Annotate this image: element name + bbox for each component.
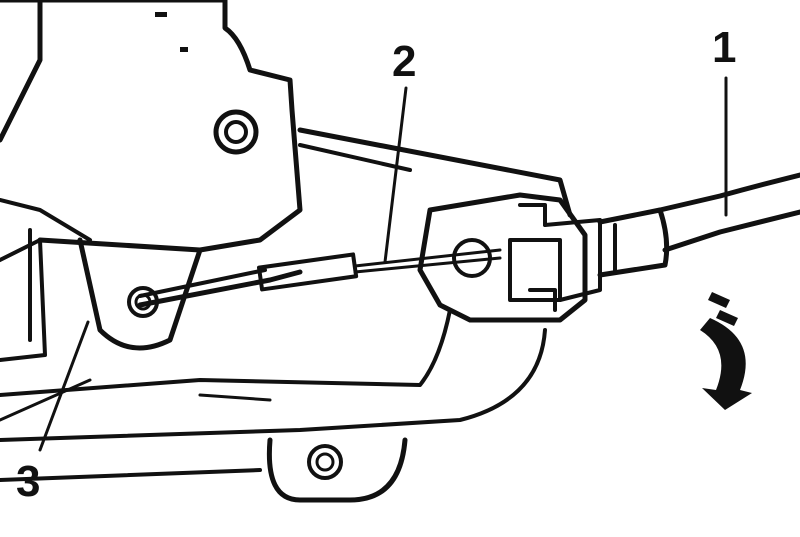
cable-clip: [417, 192, 602, 323]
callout-2: 2: [392, 37, 416, 86]
housing-mark: [180, 47, 188, 52]
callout-3: 3: [16, 457, 40, 506]
mounting-hole-inner: [224, 120, 248, 144]
leader-line-3: [38, 320, 90, 452]
curved-arrow-icon: [700, 292, 752, 410]
bracket-hole-inner: [315, 452, 335, 472]
clip-hole: [452, 238, 492, 278]
cable-ferrule: [256, 252, 359, 292]
callout-1: 1: [712, 23, 736, 72]
lever-frame: [0, 127, 573, 503]
inner-cable: [137, 248, 502, 308]
lock-housing: [0, 0, 303, 362]
leader-lines: [38, 76, 728, 452]
bracket-hole: [307, 444, 343, 480]
housing-mark: [155, 12, 167, 17]
outer-cable: [597, 172, 800, 278]
leader-line-2: [383, 86, 408, 264]
mounting-hole: [213, 109, 259, 155]
